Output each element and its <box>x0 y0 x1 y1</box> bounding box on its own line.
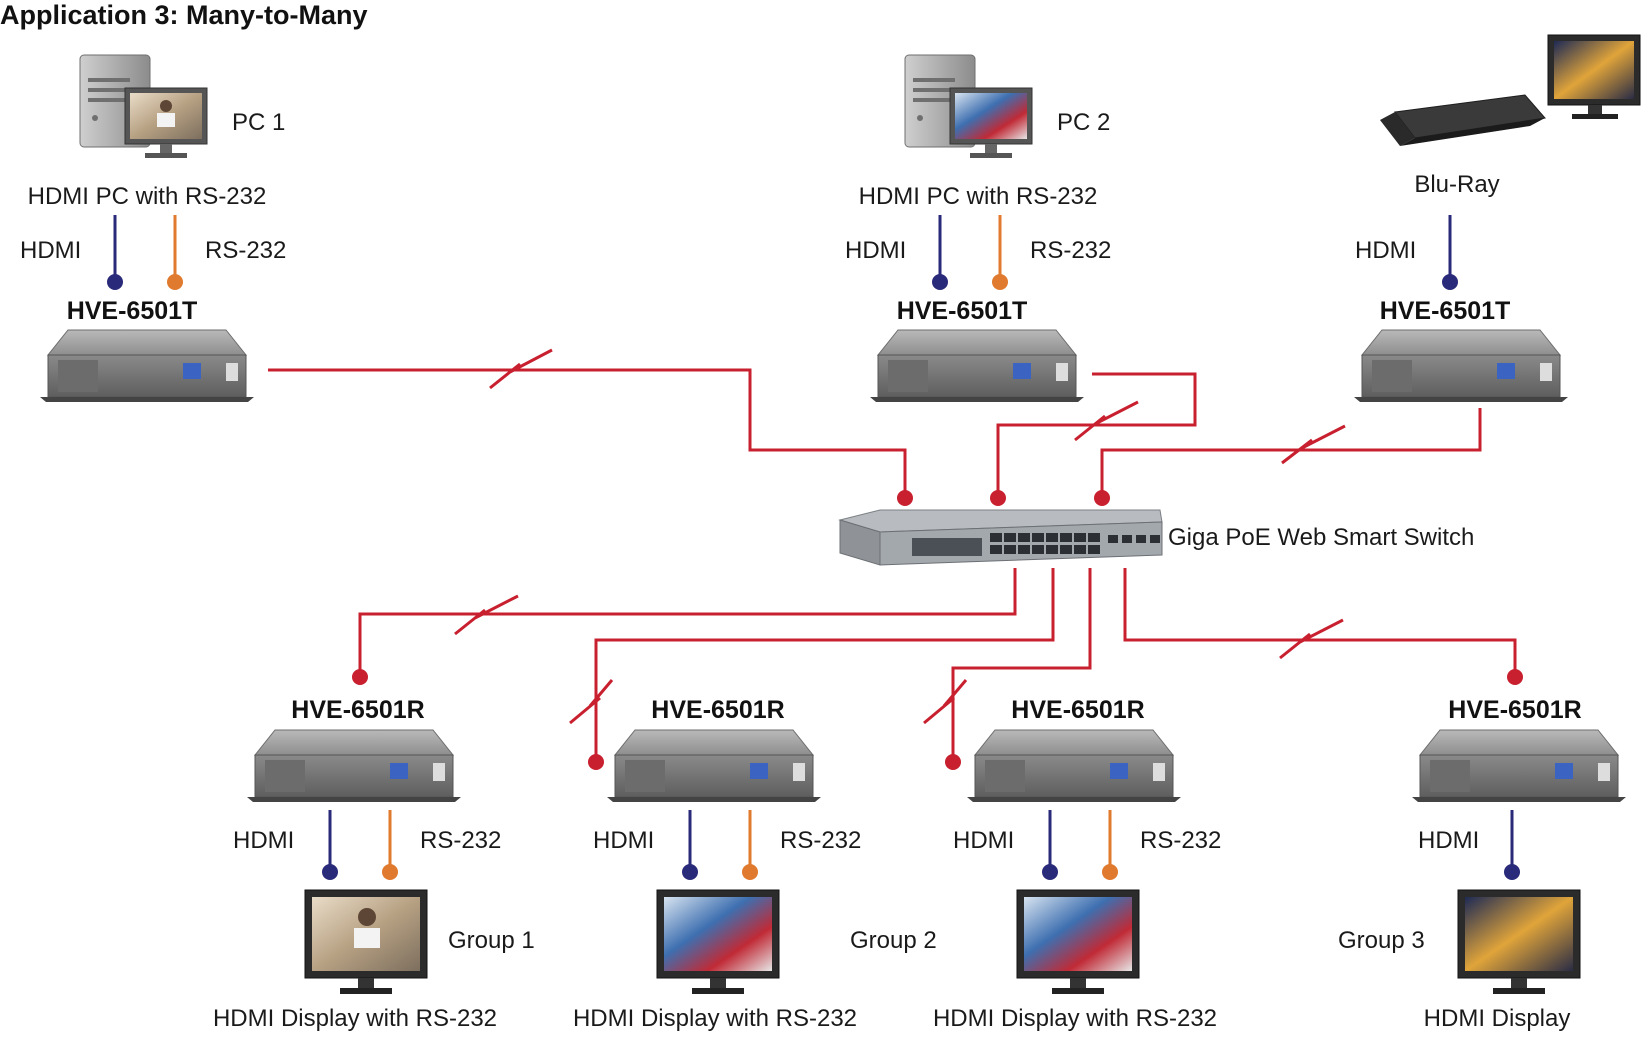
bolt-r3 <box>923 679 968 725</box>
receiver-4-device <box>1412 729 1626 802</box>
bluray-player-image <box>1380 94 1546 146</box>
receiver-4-display-label: HDMI Display <box>1424 1005 1571 1032</box>
receiver-1-display-image <box>304 889 428 994</box>
network-connectors <box>352 490 1523 770</box>
receiver-2-model: HVE-6501R <box>651 696 784 724</box>
receiver-1-display-label: HDMI Display with RS-232 <box>213 1005 497 1032</box>
receiver-3-hdmi-label: HDMI <box>953 827 1014 854</box>
receiver-4-hdmi-connector <box>1504 864 1520 880</box>
pc1-hdmi-connector <box>107 274 123 290</box>
receiver-3-model: HVE-6501R <box>1011 696 1144 724</box>
receiver-2-display-image <box>656 889 780 994</box>
network-links <box>268 368 1517 762</box>
receiver-1-rs232-label: RS-232 <box>420 827 501 854</box>
poe-switch-group: Giga PoE Web Smart Switch <box>838 509 1474 566</box>
pc2-rs232-connector <box>992 274 1008 290</box>
bluray-tv-image <box>1547 34 1641 119</box>
pc2-transmitter-device <box>870 329 1084 402</box>
bolt-r1 <box>454 594 519 636</box>
pc2-computer-image <box>904 54 1033 158</box>
receiver-2-hdmi-label: HDMI <box>593 827 654 854</box>
pc1-rs232-connector <box>167 274 183 290</box>
pc2-rs232-label: RS-232 <box>1030 237 1111 264</box>
bolt-pc1 <box>489 348 553 390</box>
receiver-1-rs232-connector <box>382 864 398 880</box>
pc1-name: PC 1 <box>232 109 285 136</box>
bluray-hdmi-label: HDMI <box>1355 237 1416 264</box>
link-switch-r3 <box>951 568 1092 762</box>
receiver-1-model: HVE-6501R <box>291 696 424 724</box>
receiver-2-group: HVE-6501R HDMI RS-232 Group 2 HDMI Displ… <box>573 696 937 1032</box>
bolt-r2 <box>569 679 614 725</box>
receiver-3-display-label: HDMI Display with RS-232 <box>933 1005 1217 1032</box>
link-pc2-switch <box>996 372 1197 498</box>
receiver-3-device <box>967 729 1181 802</box>
receiver-4-group: HVE-6501R HDMI Group 3 HDMI Display <box>1338 696 1626 1032</box>
receiver-2-rs232-label: RS-232 <box>780 827 861 854</box>
receiver-3-rs232-connector <box>1102 864 1118 880</box>
bluray-description: Blu-Ray <box>1414 171 1499 198</box>
receiver-4-display-image <box>1457 889 1581 994</box>
pc1-description: HDMI PC with RS-232 <box>28 183 267 210</box>
switch-port-dot-2 <box>990 490 1006 506</box>
pc1-computer-image <box>79 54 208 158</box>
receiver-3-display-image <box>1016 889 1140 994</box>
receiver-1-hdmi-label: HDMI <box>233 827 294 854</box>
receiver-4-model: HVE-6501R <box>1448 696 1581 724</box>
pc1-transmitter-device <box>40 329 254 402</box>
link-switch-r4 <box>1123 568 1517 677</box>
receiver-2-rs232-connector <box>742 864 758 880</box>
pc2-group: PC 2 HDMI PC with RS-232 HDMI RS-232 HVE… <box>845 54 1111 402</box>
pc1-hdmi-label: HDMI <box>20 237 81 264</box>
switch-label: Giga PoE Web Smart Switch <box>1168 524 1474 551</box>
switch-port-dot-1 <box>897 490 913 506</box>
poe-switch-device <box>838 509 1163 566</box>
receiver-1-hdmi-connector <box>322 864 338 880</box>
receiver-4-group-label: Group 3 <box>1338 927 1425 954</box>
receiver-3-rs232-label: RS-232 <box>1140 827 1221 854</box>
receiver-1-group-label: Group 1 <box>448 927 535 954</box>
receiver-4-hdmi-label: HDMI <box>1418 827 1479 854</box>
switch-port-dot-3 <box>1094 490 1110 506</box>
pc1-group: PC 1 HDMI PC with RS-232 HDMI RS-232 HVE… <box>20 54 286 402</box>
bluray-hdmi-connector <box>1442 274 1458 290</box>
pc2-description: HDMI PC with RS-232 <box>859 183 1098 210</box>
link-bluray-switch <box>1100 408 1482 498</box>
pc2-transmitter-model: HVE-6501T <box>897 297 1028 325</box>
page-title: Application 3: Many-to-Many <box>0 0 368 30</box>
receiver-2-group-label: Group 2 <box>850 927 937 954</box>
r4-port-dot <box>1507 669 1523 685</box>
pc1-rs232-label: RS-232 <box>205 237 286 264</box>
pc2-hdmi-label: HDMI <box>845 237 906 264</box>
pc1-transmitter-model: HVE-6501T <box>67 297 198 325</box>
receiver-2-hdmi-connector <box>682 864 698 880</box>
r3-port-dot <box>945 754 961 770</box>
receiver-2-device <box>607 729 821 802</box>
receiver-2-display-label: HDMI Display with RS-232 <box>573 1005 857 1032</box>
bluray-group: Blu-Ray HDMI HVE-6501T <box>1354 34 1641 402</box>
bolt-r4 <box>1279 618 1344 660</box>
bluray-transmitter-device <box>1354 329 1568 402</box>
r1-port-dot <box>352 669 368 685</box>
receiver-3-group: HVE-6501R HDMI RS-232 HDMI Display with … <box>933 696 1221 1032</box>
bolt-pc2 <box>1074 400 1139 442</box>
receiver-3-hdmi-connector <box>1042 864 1058 880</box>
network-lightning-symbols <box>454 348 1346 725</box>
receiver-1-device <box>247 729 461 802</box>
bolt-bluray <box>1281 424 1346 465</box>
r2-port-dot <box>588 754 604 770</box>
bluray-transmitter-model: HVE-6501T <box>1380 297 1511 325</box>
link-switch-r1 <box>358 568 1017 677</box>
link-pc1-switch <box>268 368 907 498</box>
pc2-name: PC 2 <box>1057 109 1110 136</box>
pc2-hdmi-connector <box>932 274 948 290</box>
receiver-1-group: HVE-6501R HDMI RS-232 Group 1 HDMI Displ… <box>213 696 535 1032</box>
